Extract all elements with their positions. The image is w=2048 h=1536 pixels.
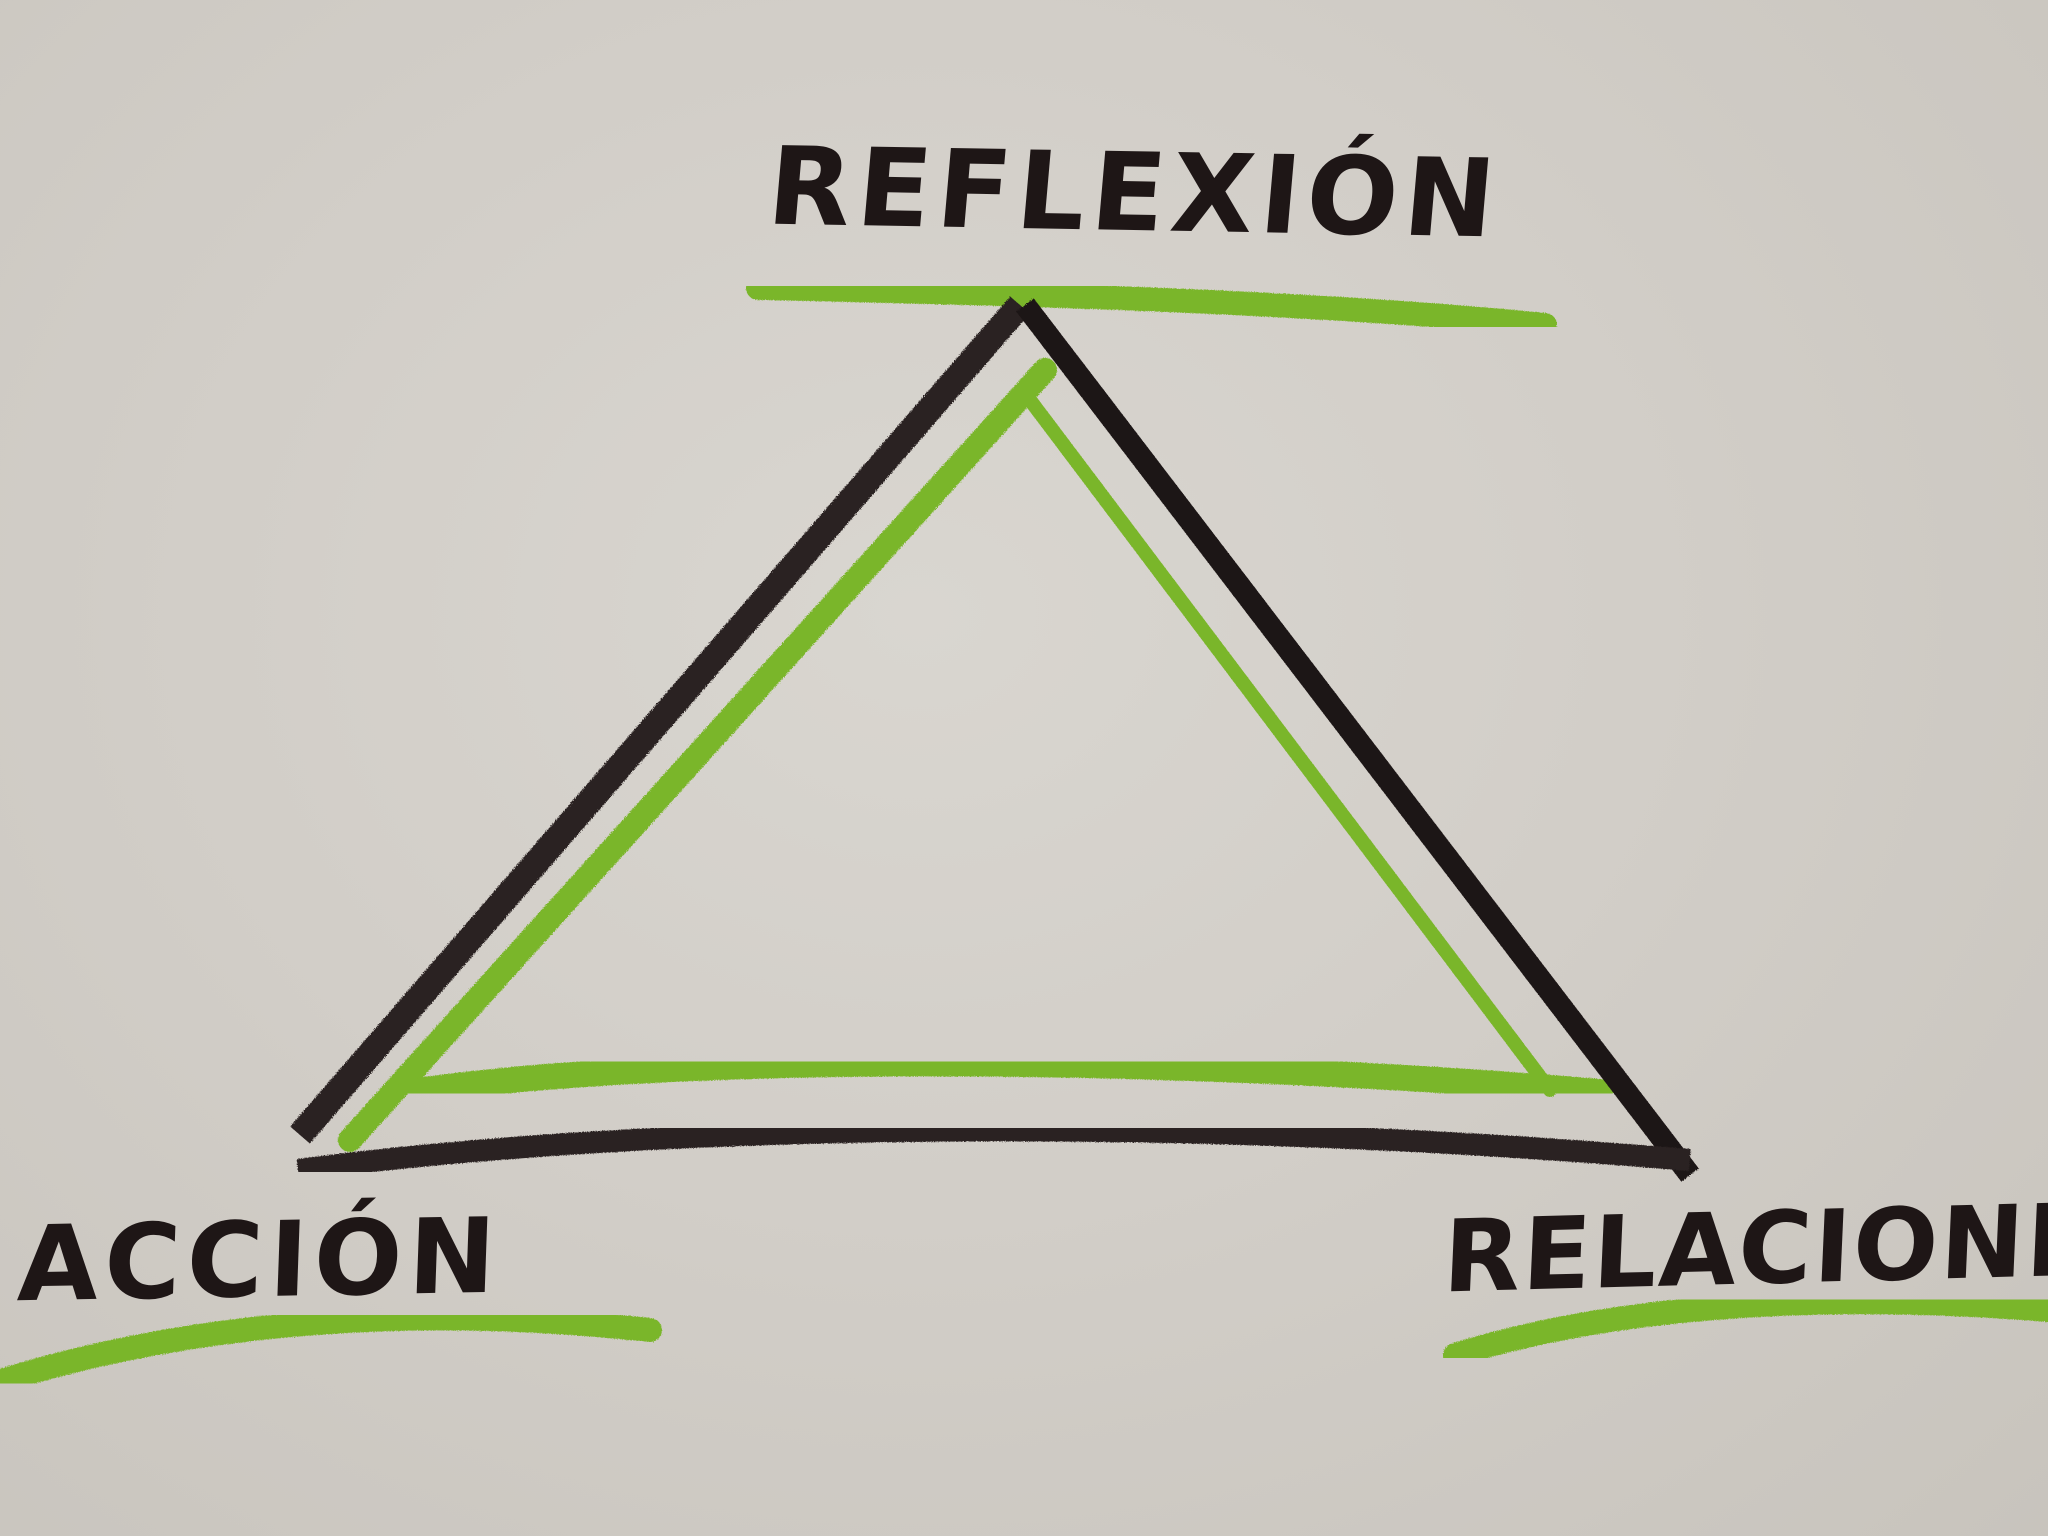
vertex-label-bottom-right: RELACIONES bbox=[1440, 1179, 2048, 1316]
underline-accion bbox=[0, 1306, 662, 1392]
vertex-label-bottom-left: ACCIÓN bbox=[15, 1194, 504, 1326]
inner-triangle-right-edge bbox=[1023, 393, 1557, 1097]
outer-triangle-base bbox=[296, 1119, 1691, 1181]
vertex-label-top: REFLEXIÓN bbox=[763, 124, 1506, 263]
outer-triangle-left-edge bbox=[290, 296, 1030, 1144]
underline-relaciones bbox=[1443, 1290, 2048, 1367]
underline-reflexion bbox=[746, 276, 1557, 337]
inner-triangle-base bbox=[397, 1050, 1613, 1105]
inner-triangle-left-edge bbox=[338, 358, 1057, 1152]
outer-triangle-right-edge bbox=[1016, 298, 1699, 1182]
